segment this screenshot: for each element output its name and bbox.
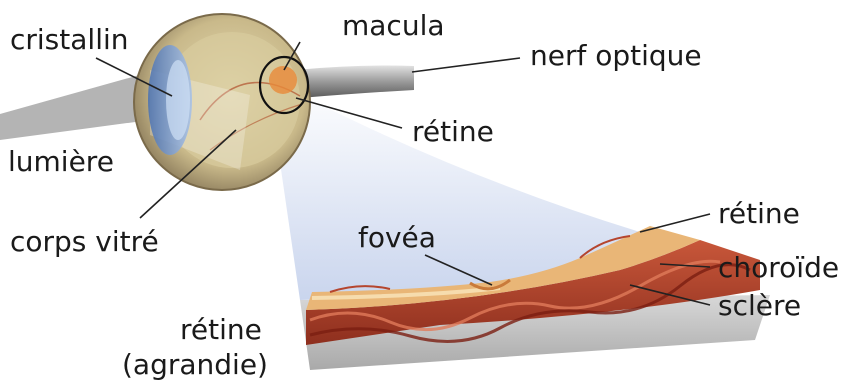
label-nerf-optique: nerf optique xyxy=(530,42,702,70)
label-retine-top: rétine xyxy=(412,118,494,146)
label-retine-agrandie-line1: rétine xyxy=(180,316,262,344)
optic-nerve xyxy=(295,66,414,99)
label-corps-vitre: corps vitré xyxy=(10,228,159,256)
label-retine-agrandie-line2: (agrandie) xyxy=(122,351,268,379)
label-sclere: sclère xyxy=(718,292,801,320)
label-choroide: choroïde xyxy=(718,254,839,282)
lens xyxy=(148,45,192,155)
label-macula: macula xyxy=(342,12,445,40)
label-lumiere: lumière xyxy=(8,148,114,176)
label-fovea: fovéa xyxy=(358,224,436,252)
light-ray xyxy=(0,72,150,140)
label-cristallin: cristallin xyxy=(10,26,129,54)
label-retine-right: rétine xyxy=(718,200,800,228)
